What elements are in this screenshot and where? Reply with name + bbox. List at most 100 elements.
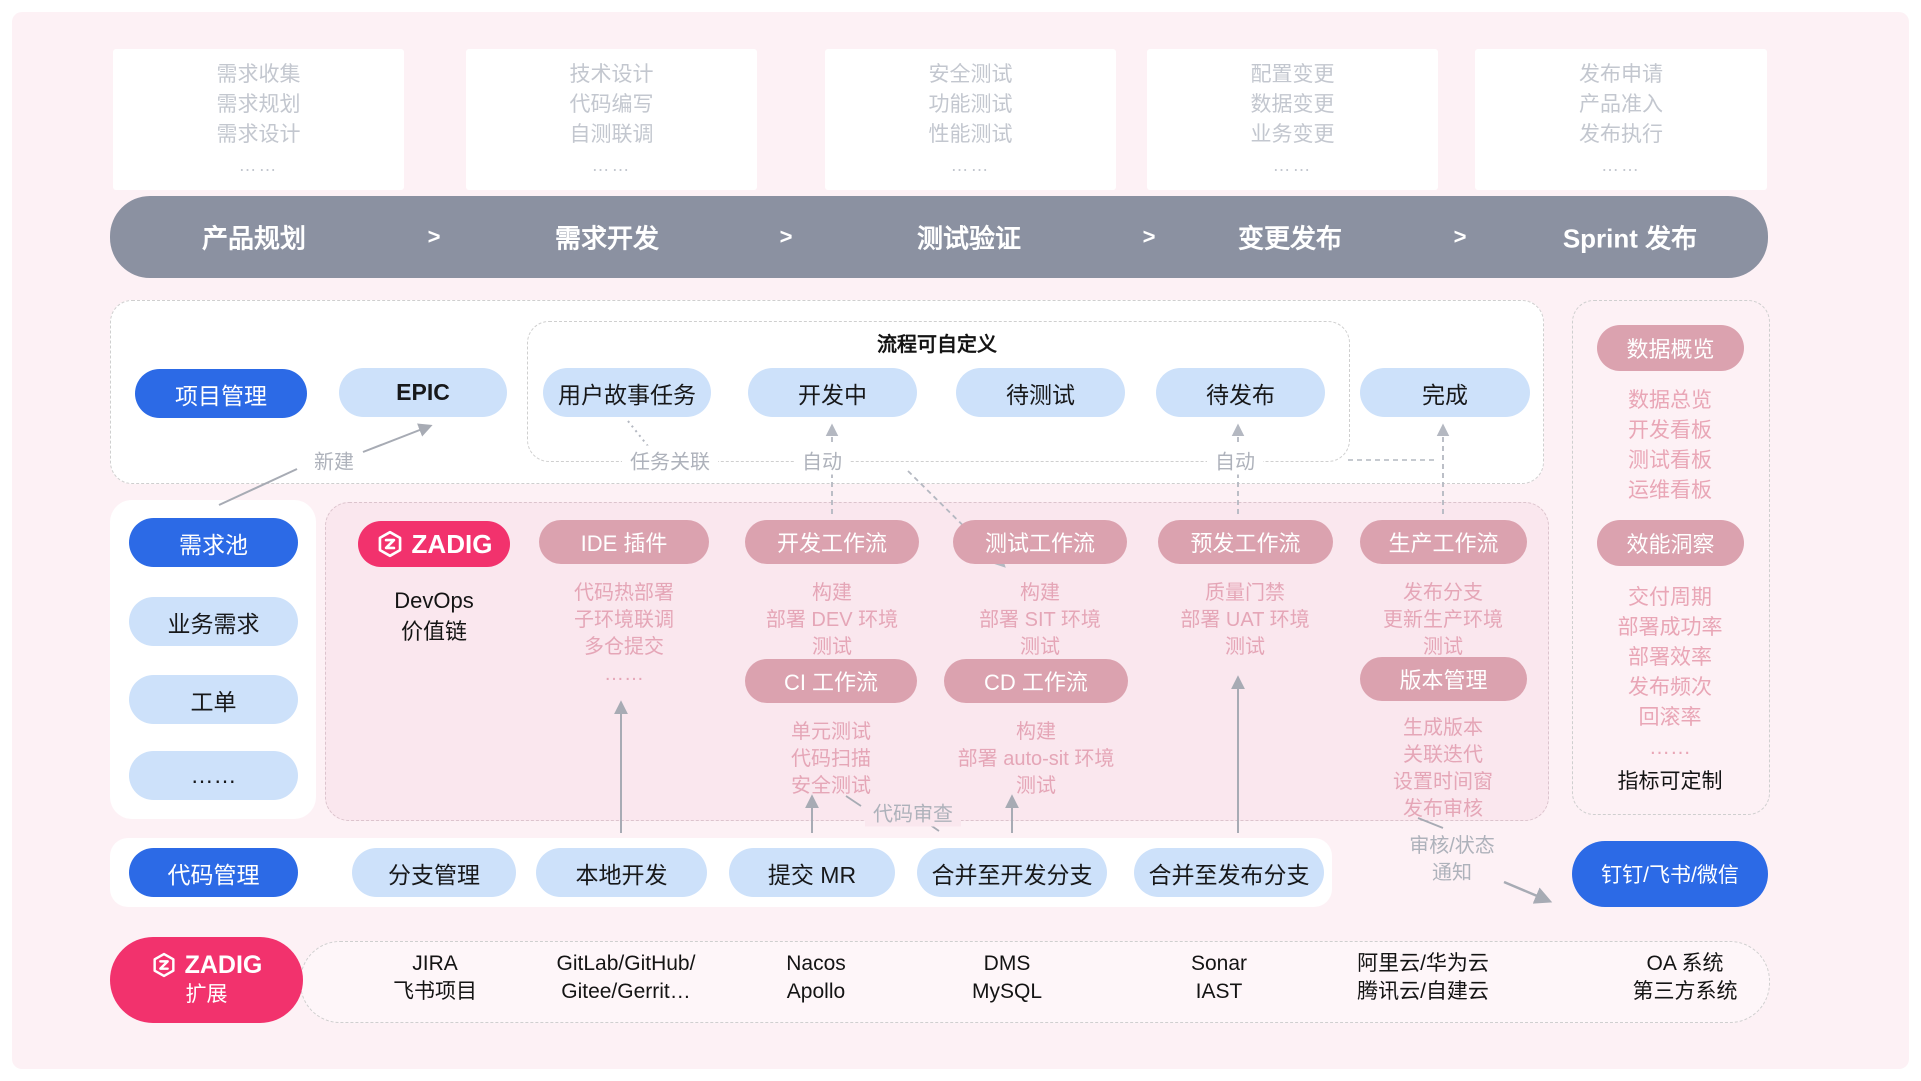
release-management-details: 生成版本 关联迭代 设置时间窗 发布审核 xyxy=(1393,715,1493,823)
detail-line: 测试 xyxy=(1015,775,1056,797)
test-workflow-details: 构建 部署 SIT 环境 测试 xyxy=(979,580,1101,661)
ticket-pill: 工单 xyxy=(129,675,298,724)
label-auto-2: 自动 xyxy=(1207,445,1263,475)
label-auto-1: 自动 xyxy=(794,445,850,475)
integration-oa: OA 系统 第三方系统 xyxy=(1633,950,1738,1006)
activity-line: 配置变更 xyxy=(1250,62,1335,86)
metrics-panel xyxy=(1572,300,1770,815)
detail-line: 部署 auto-sit 环境 xyxy=(957,748,1115,770)
activities-change-release: 配置变更 数据变更 业务变更 …… xyxy=(1147,49,1438,190)
epic-pill: EPIC xyxy=(339,368,507,417)
activity-line: 性能测试 xyxy=(928,122,1013,146)
activity-line: 发布执行 xyxy=(1579,122,1663,146)
local-dev-pill: 本地开发 xyxy=(536,848,707,897)
merge-release-branch-pill: 合并至发布分支 xyxy=(1134,848,1324,897)
zadig-extension-pill: ZADIG 扩展 xyxy=(110,937,303,1023)
integration-config: Nacos Apollo xyxy=(786,950,846,1006)
dev-workflow-details: 构建 部署 DEV 环境 测试 xyxy=(766,580,898,661)
insight-pill: 效能洞察 xyxy=(1597,520,1744,566)
activity-line: 代码编写 xyxy=(569,92,654,116)
activity-line: 安全测试 xyxy=(928,62,1013,86)
devops-line: DevOps xyxy=(394,588,474,613)
extension-label: 扩展 xyxy=(185,983,228,1006)
activities-requirement-dev: 技术设计 代码编写 自测联调 …… xyxy=(466,49,757,190)
activities-sprint-release: 发布申请 产品准入 发布执行 …… xyxy=(1475,49,1767,190)
activity-line: 业务变更 xyxy=(1250,122,1335,146)
detail-line: 测试 xyxy=(1020,636,1060,658)
detail-line: 单元测试 xyxy=(791,721,871,743)
integration-line: Nacos xyxy=(786,952,846,975)
metric-line: 部署效率 xyxy=(1628,646,1712,669)
dev-workflow-pill: 开发工作流 xyxy=(745,520,919,564)
ellipsis: …… xyxy=(1601,154,1641,175)
detail-line: 代码扫描 xyxy=(791,748,871,770)
integration-line: JIRA xyxy=(412,952,458,975)
detail-line: 发布分支 xyxy=(1403,582,1483,604)
zadig-hexagon-logo-icon xyxy=(378,530,401,558)
stage-product-planning: 产品规划 xyxy=(201,223,307,254)
business-requirement-pill: 业务需求 xyxy=(129,597,298,646)
stage-test-verify: 测试验证 xyxy=(916,223,1022,254)
ide-plugin-pill: IDE 插件 xyxy=(539,520,709,564)
integration-database: DMS MySQL xyxy=(972,950,1042,1006)
stage-sprint-release: Sprint 发布 xyxy=(1562,223,1698,254)
detail-line: 构建 xyxy=(1020,582,1060,604)
integration-cloud: 阿里云/华为云 腾讯云/自建云 xyxy=(1357,950,1489,1006)
merge-dev-branch-pill: 合并至开发分支 xyxy=(917,848,1107,897)
detail-line: 设置时间窗 xyxy=(1393,771,1493,793)
activity-line: 需求规划 xyxy=(216,92,301,116)
requirement-pool-pill: 需求池 xyxy=(129,518,298,567)
activity-line: 需求设计 xyxy=(216,122,301,146)
stage-requirement-dev: 需求开发 xyxy=(554,223,660,254)
ellipsis: …… xyxy=(1272,154,1313,175)
cd-workflow-pill: CD 工作流 xyxy=(944,659,1128,703)
activity-line: 功能测试 xyxy=(928,92,1013,116)
activity-line: 数据变更 xyxy=(1250,92,1335,116)
metric-line: 数据总览 xyxy=(1628,389,1712,412)
detail-line: 测试 xyxy=(1423,636,1463,658)
metric-line: 部署成功率 xyxy=(1617,616,1723,639)
metric-line: 开发看板 xyxy=(1628,419,1712,442)
project-management-pill: 项目管理 xyxy=(135,369,307,418)
integration-line: 飞书项目 xyxy=(393,980,477,1003)
detail-line: 子环境联调 xyxy=(574,609,674,631)
activity-line: 需求收集 xyxy=(216,62,301,86)
integration-line: IAST xyxy=(1195,980,1243,1003)
detail-line: 关联迭代 xyxy=(1403,744,1483,766)
metric-line: 回滚率 xyxy=(1638,706,1702,729)
label-code-review: 代码审查 xyxy=(865,797,961,827)
notify-line: 审核/状态 xyxy=(1409,835,1495,857)
detail-line: 质量门禁 xyxy=(1205,582,1285,604)
detail-line: 多仓提交 xyxy=(584,636,664,658)
staging-workflow-pill: 预发工作流 xyxy=(1158,520,1333,564)
state-user-story-task: 用户故事任务 xyxy=(543,368,711,417)
integrations-box xyxy=(300,941,1770,1023)
zadig-hexagon-logo-icon xyxy=(153,952,175,978)
detail-line: 测试 xyxy=(1225,636,1265,658)
value-chain-line: 价值链 xyxy=(400,619,468,644)
detail-line: 部署 SIT 环境 xyxy=(979,609,1101,631)
integration-line: 第三方系统 xyxy=(1632,980,1738,1003)
integration-line: GitLab/GitHub/ xyxy=(556,952,696,975)
custom-flow-title: 流程可自定义 xyxy=(877,334,997,356)
data-overview-items: 数据总览 开发看板 测试看板 运维看板 xyxy=(1628,386,1712,506)
submit-mr-pill: 提交 MR xyxy=(729,848,895,897)
label-task-link: 任务关联 xyxy=(622,445,718,475)
ellipsis: …… xyxy=(1649,736,1691,759)
integration-security: Sonar IAST xyxy=(1191,950,1247,1006)
activity-line: 自测联调 xyxy=(569,122,654,146)
chevron-separator: > xyxy=(427,224,441,249)
ellipsis: …… xyxy=(591,154,632,175)
integration-line: Gitee/Gerrit… xyxy=(561,980,691,1003)
state-to-test: 待测试 xyxy=(956,368,1125,417)
integration-line: 阿里云/华为云 xyxy=(1357,952,1489,975)
more-sources-pill: …… xyxy=(129,751,298,800)
state-in-development: 开发中 xyxy=(748,368,917,417)
zadig-logo-pill: ZADIG xyxy=(358,521,510,567)
detail-line: 部署 UAT 环境 xyxy=(1180,609,1310,631)
ci-workflow-details: 单元测试 代码扫描 安全测试 xyxy=(791,719,871,800)
prod-workflow-details: 发布分支 更新生产环境 测试 xyxy=(1383,580,1503,661)
metrics-customizable-note: 指标可定制 xyxy=(1617,770,1723,793)
ci-workflow-pill: CI 工作流 xyxy=(745,659,917,703)
